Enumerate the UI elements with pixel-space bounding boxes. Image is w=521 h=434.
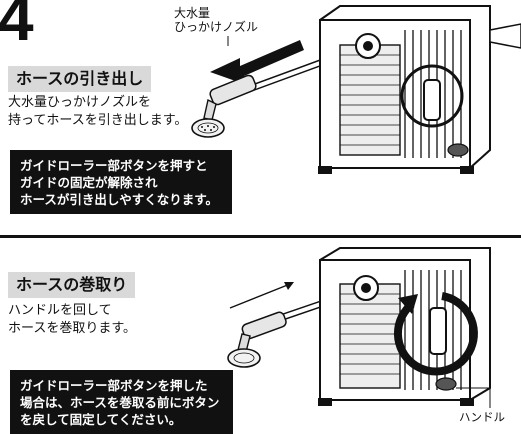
- nozzle-icon: [227, 311, 287, 368]
- pull-out-description: 大水量ひっかけノズルを 持ってホースを引き出します。: [8, 94, 187, 130]
- notice-pull-out-line2: ガイドの固定が解除され: [20, 175, 158, 190]
- pull-direction-arrow-icon: [210, 40, 304, 84]
- rewind-desc-line2: ホースを巻取ります。: [8, 321, 137, 336]
- rewind-description: ハンドルを回して ホースを巻取ります。: [8, 302, 136, 338]
- notice-pull-out-line3: ホースが引き出しやすくなります。: [20, 192, 219, 207]
- hose-rewind-illustration: [227, 247, 491, 408]
- section-divider: [0, 235, 521, 238]
- notice-rewind-line1: ガイドローラー部ボタンを押した: [20, 378, 208, 393]
- nozzle-label: 大水量 ひっかけノズル: [174, 6, 258, 34]
- rewind-desc-line1: ハンドルを回して: [8, 303, 112, 318]
- hose-pull-out-illustration: [191, 5, 521, 174]
- notice-box-pull-out: ガイドローラー部ボタンを押すと ガイドの固定が解除され ホースが引き出しやすくな…: [10, 150, 233, 214]
- hose-reel-icon: [318, 247, 491, 406]
- nozzle-label-line1: 大水量: [174, 6, 211, 20]
- step-number: 4: [0, 0, 34, 54]
- notice-rewind-line2: 場合は、ホースを巻取る前にボタン: [20, 395, 220, 410]
- section-title-pull-out: ホースの引き出し: [8, 66, 152, 92]
- notice-box-rewind: ガイドローラー部ボタンを押した 場合は、ホースを巻取る前にボタン を戻して固定し…: [10, 370, 234, 434]
- notice-pull-out-line1: ガイドローラー部ボタンを押すと: [20, 158, 208, 173]
- rotate-arrow-icon: [393, 292, 478, 376]
- notice-rewind-line3: を戻して固定してください。: [20, 412, 182, 427]
- hose-reel-icon: [318, 5, 491, 174]
- handle-label: ハンドル: [459, 410, 505, 424]
- rewind-direction-arrow-icon: [229, 282, 294, 309]
- pull-out-desc-line1: 大水量ひっかけノズルを: [8, 95, 152, 110]
- pull-out-desc-line2: 持ってホースを引き出します。: [8, 113, 188, 128]
- nozzle-label-line2: ひっかけノズル: [174, 20, 259, 34]
- nozzle-icon: [191, 74, 257, 138]
- section-title-rewind: ホースの巻取り: [8, 272, 136, 298]
